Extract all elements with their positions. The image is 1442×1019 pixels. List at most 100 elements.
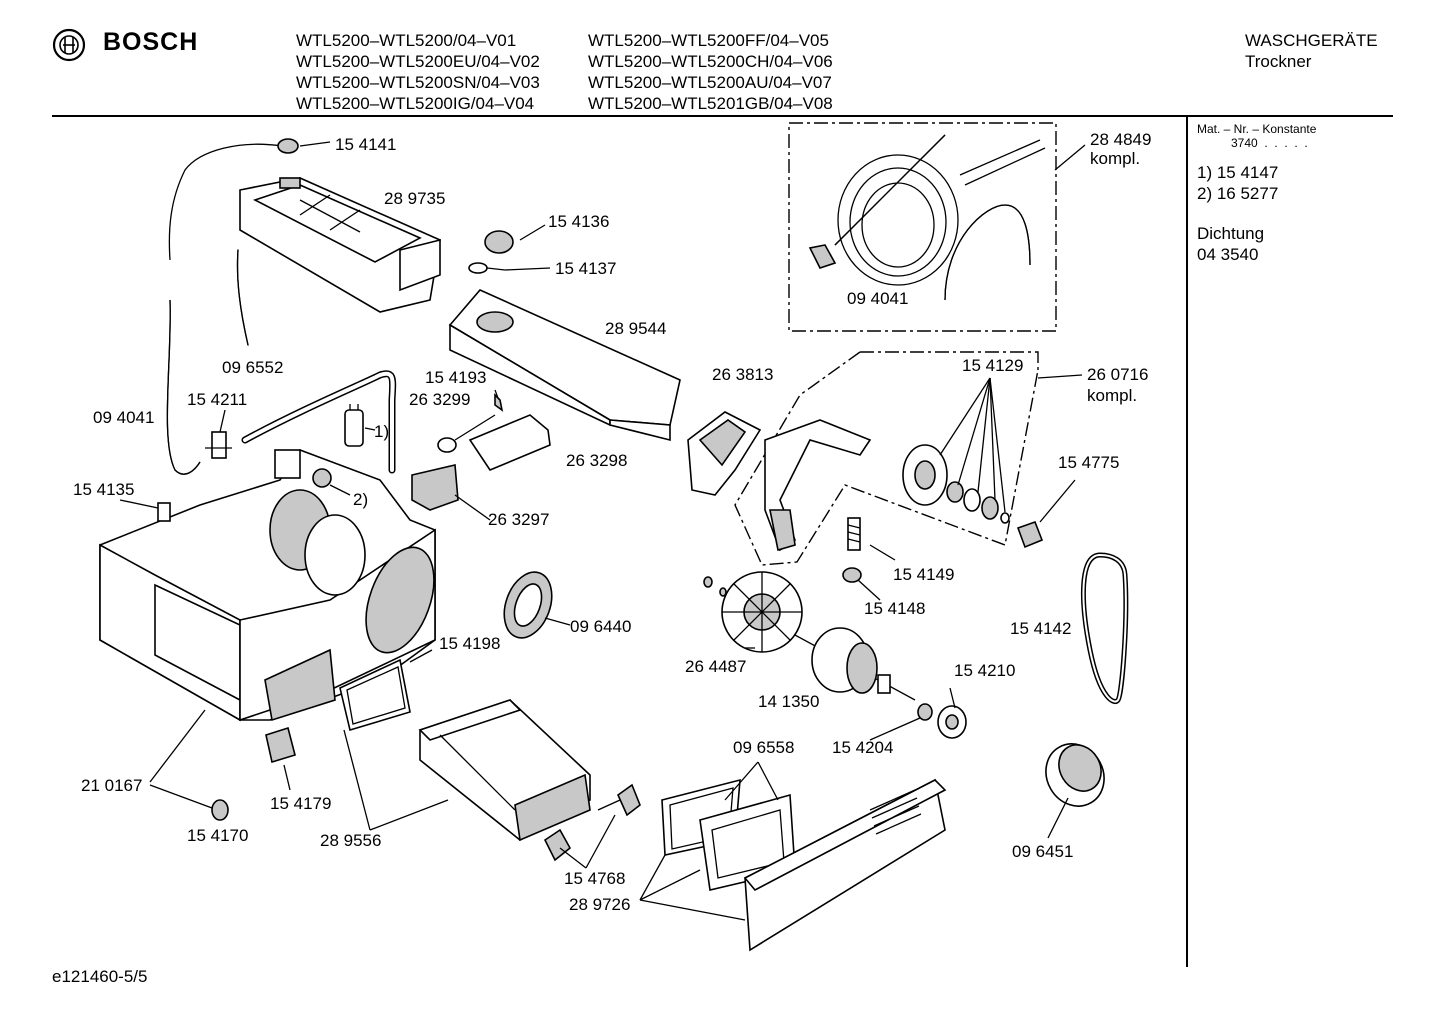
model-item: WTL5200–WTL5200/04–V01 [296,31,517,50]
small-clip [157,502,171,522]
model-item: WTL5200–WTL5200IG/04–V04 [296,94,535,113]
part-label: 28 9735 [384,189,445,208]
pump [411,464,459,511]
part-label: 28 9544 [605,319,666,338]
drive-pulley [937,705,967,739]
part-label: 26 3299 [409,390,470,409]
part-label: 09 6552 [222,358,283,377]
part-label: 15 4204 [832,738,893,757]
part-label: 15 4135 [73,480,134,499]
hose-clip [205,431,232,459]
part-label: 09 6440 [570,617,631,636]
heat-exchanger [418,699,591,842]
part-label: 26 3813 [712,365,773,384]
seal-label: Dichtung [1197,224,1265,243]
part-label: 26 3298 [566,451,627,470]
hose-kit-group-box [788,122,1057,332]
shaft-bearing [917,703,933,721]
condenser-cover [448,289,681,442]
part-label: 15 4210 [954,661,1015,680]
part-labels: 15 4141 28 9735 15 4136 15 4137 28 9544 … [73,130,1151,914]
part-label: 15 4136 [548,212,609,231]
mat-label: Mat. – Nr. – Konstante [1197,122,1317,136]
model-item: WTL5200–WTL5200EU/04–V02 [296,52,540,71]
spring [847,517,861,551]
model-item: WTL5200–WTL5200CH/04–V06 [588,52,833,71]
part-label: 28 9556 [320,831,381,850]
float-key [468,262,506,274]
small-grommet [312,468,332,488]
model-item: WTL5200–WTL5200FF/04–V05 [588,31,829,50]
motor-kit-group-outline [734,351,1039,566]
part-label: 09 4041 [93,408,154,427]
model-item: WTL5200–WTL5201GB/04–V08 [588,94,833,113]
part-label: 21 0167 [81,776,142,795]
hose-kit-contents [808,134,1046,301]
part-label: kompl. [1090,149,1140,168]
fluff-filter-drum [1045,743,1105,807]
bosch-logo-icon [52,28,86,62]
front-panel [743,778,947,952]
part-label: 15 4193 [425,368,486,387]
seal-number: 04 3540 [1197,245,1259,264]
air-hose [241,370,397,474]
part-label: 15 4149 [893,565,954,584]
part-label: 26 4487 [685,657,746,676]
part-label: 15 4170 [187,826,248,845]
part-label: 15 4211 [187,390,247,409]
part-label: 28 4849 [1090,130,1151,149]
note-1: 1) 15 4147 [1197,163,1279,182]
locking-knobs [543,783,641,862]
model-item: WTL5200–WTL5200AU/04–V07 [588,73,832,92]
condenser-tray [239,177,441,313]
part-label: 2) [353,490,368,509]
part-label: 15 4142 [1010,619,1071,638]
part-label: 15 4129 [962,356,1023,375]
part-label: 1) [374,422,389,441]
mat-value: 3740 . . . . . [1231,136,1308,150]
spring-holder [842,567,862,583]
brand-name: BOSCH [103,28,199,56]
float-cap [484,230,514,254]
fan-wheel [703,571,803,653]
part-label: 09 4041 [847,289,908,308]
category: WASCHGERÄTE Trockner [1245,30,1378,72]
capacitor [344,404,364,447]
model-list-left: WTL5200–WTL5200/04–V01 WTL5200–WTL5200EU… [296,30,540,114]
part-label: 26 0716 [1087,365,1148,384]
pulley-bearings [902,444,1010,524]
category-subtitle: Trockner [1245,52,1312,71]
pump-bracket [437,393,551,471]
part-label: kompl. [1087,386,1137,405]
part-label: 15 4148 [864,599,925,618]
part-label: 15 4137 [555,259,616,278]
belt-tensioner [1016,520,1044,549]
motor-kit-group-box [860,351,1039,370]
drive-motor [794,627,916,701]
part-label: 26 3297 [488,510,549,529]
motor-bracket [687,411,762,496]
part-label: 28 9726 [569,895,630,914]
model-item: WTL5200–WTL5200SN/04–V03 [296,73,540,92]
motor-support [764,419,872,552]
seal-ring [503,571,553,639]
part-label: 09 6558 [733,738,794,757]
part-label: 09 6451 [1012,842,1073,861]
part-label: 15 4141 [335,135,396,154]
note-2: 2) 16 5277 [1197,184,1279,203]
part-label: 15 4198 [439,634,500,653]
part-label: 15 4768 [564,869,625,888]
base-housing [99,449,436,722]
drain-plug [211,799,229,821]
sensor-cable [166,138,299,475]
side-notes: Mat. – Nr. – Konstante 3740 . . . . . 1)… [1197,122,1387,265]
part-label: 15 4775 [1058,453,1119,472]
model-list-right: WTL5200–WTL5200FF/04–V05 WTL5200–WTL5200… [588,30,833,114]
part-label: 15 4179 [270,794,331,813]
drive-belt [1081,552,1129,704]
clip-154179 [265,726,296,764]
category-title: WASCHGERÄTE [1245,31,1378,50]
leader-lines [119,141,1086,921]
